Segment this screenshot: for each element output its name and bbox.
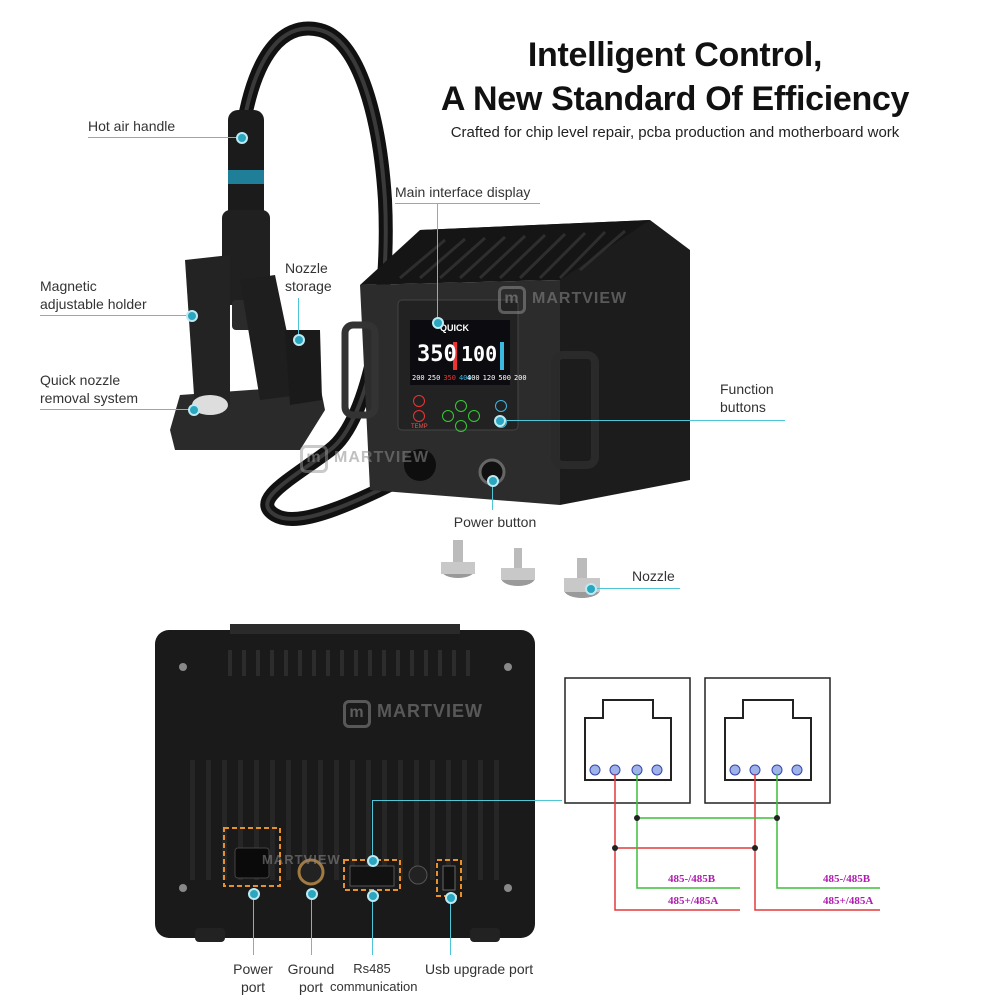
brand-logo-icon: m: [343, 700, 371, 728]
wire-label-left-485a: 485+/485A: [668, 895, 719, 907]
display-temperature: 350: [417, 342, 457, 367]
brand-logo-icon: m: [498, 286, 526, 314]
callout-hot-air-handle: Hot air handle: [88, 118, 176, 134]
nav-up-button[interactable]: [455, 400, 467, 412]
callout-magnetic-holder: Magnetic adjustable holder: [40, 278, 147, 312]
temp-up-button[interactable]: [413, 395, 425, 407]
callout-power-port: Power port: [233, 961, 273, 995]
callout-rs485-port: Rs485 communication: [330, 961, 418, 994]
temp-key-label: TEMP: [411, 424, 428, 430]
station-body: [341, 220, 690, 505]
wire-label-right-485a: 485+/485A: [823, 895, 874, 907]
headline-line1: Intelligent Control,: [527, 36, 823, 74]
device-brand: QUICK: [440, 323, 469, 333]
callout-usb-port: Usb upgrade port: [425, 961, 534, 977]
callout-nozzle-storage: Nozzle storage: [285, 260, 332, 294]
wire-label-left-485b: 485-/485B: [668, 873, 716, 885]
headline-subtitle: Crafted for chip level repair, pcba prod…: [450, 124, 900, 141]
headline-line2: A New Standard Of Efficiency: [440, 80, 910, 118]
magnetic-holder: [170, 255, 325, 450]
watermark-rear-small: MARTVIEW: [262, 852, 341, 867]
rear-panel-illustration: [155, 624, 535, 942]
nav-down-button[interactable]: [455, 420, 467, 432]
nav-right-button[interactable]: [468, 410, 480, 422]
rs485-wiring-diagram: [564, 677, 880, 911]
callout-nozzle: Nozzle: [632, 568, 675, 584]
callout-function-buttons: Function buttons: [720, 381, 774, 415]
product-illustration: [170, 21, 690, 598]
callout-quick-nozzle: Quick nozzle removal system: [40, 372, 139, 406]
air-up-button[interactable]: [495, 400, 507, 412]
display-airflow: 100: [461, 342, 498, 366]
callout-power-button: Power button: [453, 514, 537, 530]
temp-down-button[interactable]: [413, 410, 425, 422]
nozzle-set: [441, 540, 600, 598]
wire-label-right-485b: 485-/485B: [823, 873, 871, 885]
callout-main-display: Main interface display: [395, 184, 531, 200]
callout-ground-port: Ground port: [287, 961, 335, 995]
brand-logo-icon: m: [300, 445, 328, 473]
nav-left-button[interactable]: [442, 410, 454, 422]
